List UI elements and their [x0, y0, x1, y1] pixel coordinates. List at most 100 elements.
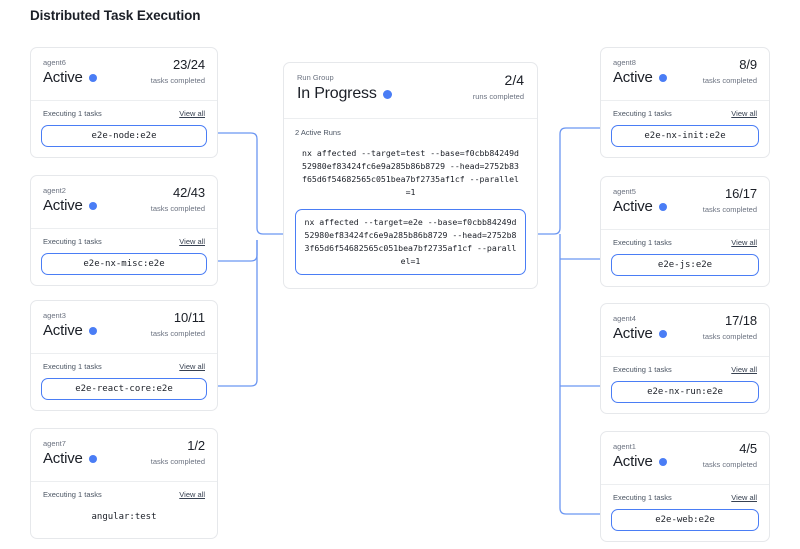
agent-card-agent2[interactable]: agent2 Active 42/43 tasks completed Exec… — [30, 175, 218, 286]
agent-status-label: Active — [43, 69, 83, 86]
view-all-link[interactable]: View all — [179, 490, 205, 499]
agent-count-value: 8/9 — [739, 57, 757, 72]
agent-count: 10/11 tasks completed — [151, 310, 205, 340]
agent-name: agent4 — [613, 314, 636, 323]
task-chip[interactable]: e2e-web:e2e — [611, 509, 759, 531]
agent-card-body: Executing 1 tasks View all e2e-js:e2e — [601, 230, 769, 286]
view-all-link[interactable]: View all — [731, 493, 757, 502]
view-all-link[interactable]: View all — [179, 237, 205, 246]
agent-count-value: 4/5 — [739, 441, 757, 456]
agent-status-label: Active — [43, 322, 83, 339]
agent-count-label: tasks completed — [150, 329, 205, 338]
view-all-link[interactable]: View all — [179, 362, 205, 371]
agent-body-header: Executing 1 tasks View all — [611, 109, 759, 118]
agent-card-header: agent3 Active 10/11 tasks completed — [31, 301, 217, 354]
run-group-count: 2/4 runs completed — [473, 72, 524, 103]
agent-count-value: 10/11 — [173, 310, 205, 325]
agent-card-agent5[interactable]: agent5 Active 16/17 tasks completed Exec… — [600, 176, 770, 287]
agent-count: 1/2 tasks completed — [151, 438, 205, 468]
agent-card-agent8[interactable]: agent8 Active 8/9 tasks completed Execut… — [600, 47, 770, 158]
page-title: Distributed Task Execution — [30, 8, 201, 23]
executing-label: Executing 1 tasks — [613, 493, 672, 502]
agent-status: Active — [613, 453, 757, 471]
agent-status: Active — [43, 322, 205, 340]
agent-card-header: agent8 Active 8/9 tasks completed — [601, 48, 769, 101]
agent-card-header: agent1 Active 4/5 tasks completed — [601, 432, 769, 485]
agent-count: 23/24 tasks completed — [151, 57, 205, 87]
agent-card-agent1[interactable]: agent1 Active 4/5 tasks completed Execut… — [600, 431, 770, 542]
agent-count-label: tasks completed — [702, 76, 757, 85]
task-chip[interactable]: e2e-nx-init:e2e — [611, 125, 759, 147]
agent-name: agent1 — [613, 442, 636, 451]
agent-body-header: Executing 1 tasks View all — [611, 365, 759, 374]
agent-card-agent4[interactable]: agent4 Active 17/18 tasks completed Exec… — [600, 303, 770, 414]
agent-status: Active — [613, 69, 757, 87]
run-group-status-label: In Progress — [297, 85, 377, 102]
agent-name: agent6 — [43, 58, 66, 67]
agent-count-label: tasks completed — [702, 460, 757, 469]
run-command[interactable]: nx affected --target=test --base=f0cbb84… — [302, 148, 519, 197]
task-chip[interactable]: e2e-nx-misc:e2e — [41, 253, 207, 275]
agent-name: agent8 — [613, 58, 636, 67]
task-chip[interactable]: e2e-node:e2e — [41, 125, 207, 147]
agent-count-value: 1/2 — [187, 438, 205, 453]
agent-status: Active — [613, 198, 757, 216]
task-chip[interactable]: angular:test — [91, 512, 157, 522]
agent-card-body: Executing 1 tasks View all e2e-nx-run:e2… — [601, 357, 769, 413]
agent-card-header: agent4 Active 17/18 tasks completed — [601, 304, 769, 357]
view-all-link[interactable]: View all — [731, 365, 757, 374]
run-group-status: In Progress — [297, 84, 524, 104]
run-group-body: 2 Active Runs nx affected --target=test … — [284, 119, 537, 288]
agent-count: 17/18 tasks completed — [703, 313, 757, 343]
agent-body-header: Executing 1 tasks View all — [41, 362, 207, 371]
status-dot-icon — [658, 74, 667, 82]
agent-card-body: Executing 1 tasks View all angular:test — [31, 482, 217, 538]
agent-card-agent7[interactable]: agent7 Active 1/2 tasks completed Execut… — [30, 428, 218, 539]
task-chip[interactable]: e2e-js:e2e — [611, 254, 759, 276]
run-group-label: Run Group — [297, 73, 334, 82]
agent-status: Active — [43, 69, 205, 87]
agent-card-header: agent7 Active 1/2 tasks completed — [31, 429, 217, 482]
agent-card-body: Executing 1 tasks View all e2e-nx-misc:e… — [31, 229, 217, 285]
agent-status-label: Active — [613, 69, 653, 86]
executing-label: Executing 1 tasks — [613, 365, 672, 374]
agent-card-agent3[interactable]: agent3 Active 10/11 tasks completed Exec… — [30, 300, 218, 411]
agent-count: 16/17 tasks completed — [703, 186, 757, 216]
task-chip[interactable]: e2e-react-core:e2e — [41, 378, 207, 400]
agent-status-label: Active — [613, 453, 653, 470]
view-all-link[interactable]: View all — [731, 238, 757, 247]
view-all-link[interactable]: View all — [731, 109, 757, 118]
status-dot-icon — [88, 202, 97, 210]
status-dot-icon — [658, 458, 667, 466]
task-chip[interactable]: e2e-nx-run:e2e — [611, 381, 759, 403]
status-dot-icon — [88, 327, 97, 335]
agent-count-value: 23/24 — [172, 57, 205, 72]
agent-count-label: tasks completed — [150, 204, 205, 213]
status-dot-icon — [88, 74, 97, 82]
agent-card-body: Executing 1 tasks View all e2e-node:e2e — [31, 101, 217, 157]
agent-body-header: Executing 1 tasks View all — [41, 109, 207, 118]
agent-status: Active — [613, 325, 757, 343]
executing-label: Executing 1 tasks — [43, 362, 102, 371]
run-group-count-value: 2/4 — [504, 72, 524, 88]
run-group-card[interactable]: Run Group In Progress 2/4 runs completed… — [283, 62, 538, 289]
agent-card-body: Executing 1 tasks View all e2e-web:e2e — [601, 485, 769, 541]
view-all-link[interactable]: View all — [179, 109, 205, 118]
agent-count: 42/43 tasks completed — [151, 185, 205, 215]
agent-card-header: agent2 Active 42/43 tasks completed — [31, 176, 217, 229]
agent-name: agent3 — [43, 311, 66, 320]
agent-body-header: Executing 1 tasks View all — [41, 490, 207, 499]
agent-name: agent7 — [43, 439, 66, 448]
run-group-count-label: runs completed — [472, 92, 524, 101]
agent-body-header: Executing 1 tasks View all — [41, 237, 207, 246]
agent-card-body: Executing 1 tasks View all e2e-nx-init:e… — [601, 101, 769, 157]
agent-card-agent6[interactable]: agent6 Active 23/24 tasks completed Exec… — [30, 47, 218, 158]
run-group-header: Run Group In Progress 2/4 runs completed — [284, 63, 537, 119]
run-command-selected[interactable]: nx affected --target=e2e --base=f0cbb842… — [295, 209, 526, 275]
agent-count-value: 16/17 — [724, 186, 757, 201]
agent-status-label: Active — [43, 197, 83, 214]
executing-label: Executing 1 tasks — [43, 109, 102, 118]
agent-status-label: Active — [613, 325, 653, 342]
status-dot-icon — [88, 455, 97, 463]
